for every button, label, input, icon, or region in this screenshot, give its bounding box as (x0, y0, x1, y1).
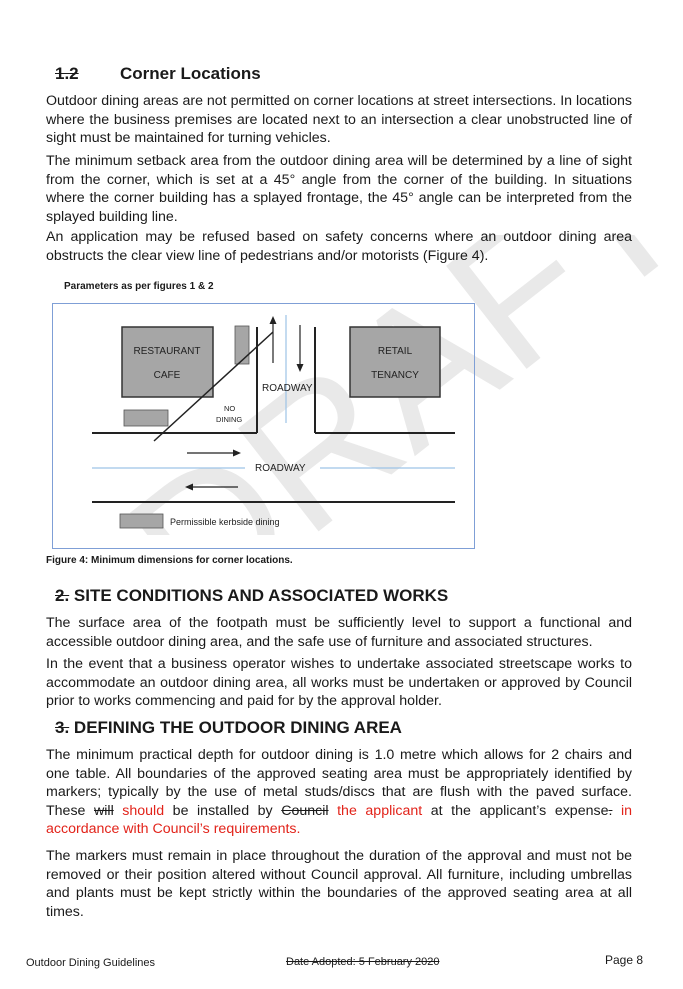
legend-swatch (119, 513, 164, 529)
restaurant-building (121, 326, 214, 398)
section-title: DEFINING THE OUTDOOR DINING AREA (73, 718, 402, 737)
figure-caption-top: Parameters as per figures 1 & 2 (64, 281, 214, 292)
section-number: 1.2 (55, 64, 79, 83)
section-3-heading: 3. DEFINING THE OUTDOOR DINING AREA (55, 718, 402, 738)
section-number: 2. (55, 586, 70, 605)
footer-document-title: Outdoor Dining Guidelines (26, 957, 156, 969)
text-run: be installed by (164, 802, 282, 819)
text-run: The minimum practical depth for outdoor … (46, 747, 632, 819)
section-2-heading: 2. SITE CONDITIONS AND ASSOCIATED WORKS (55, 586, 448, 606)
footer-date-adopted: Date Adopted: 5 February 2020 (286, 956, 440, 968)
arrowhead (269, 316, 277, 324)
sight-line (153, 331, 274, 442)
retail-building (349, 326, 441, 398)
paragraph: Outdoor dining areas are not permitted o… (46, 93, 632, 146)
legend-label: Permissible kerbside dining (170, 517, 280, 527)
no-dining-label: DINING (216, 415, 242, 424)
paragraph: An application may be refused based on s… (46, 229, 632, 264)
kerbside-dining-block (123, 409, 169, 427)
deleted-text: . (608, 802, 613, 819)
tenancy-label: TENANCY (371, 370, 419, 381)
no-dining-label: NO (224, 404, 235, 413)
section-number: 3. (55, 718, 70, 737)
arrowhead (296, 364, 304, 372)
cafe-label: CAFE (154, 370, 181, 381)
paragraph: The surface area of the footpath must be… (46, 615, 632, 650)
roadway-vertical-label: ROADWAY (262, 383, 313, 394)
inserted-text: in accordance with Council’s requirement… (46, 802, 633, 838)
deleted-text: will (94, 802, 114, 819)
arrowhead (233, 449, 241, 457)
paragraph: The markers must remain in place through… (46, 848, 632, 920)
corner-location-diagram: RESTAURANT CAFE RETAIL TENANCY ROADWAY R… (52, 303, 475, 549)
kerbside-dining-block (234, 325, 250, 365)
retail-label: RETAIL (378, 346, 413, 357)
diagram-frame (52, 303, 475, 549)
inserted-text: should (113, 802, 165, 819)
restaurant-label: RESTAURANT (133, 346, 200, 357)
section-title: Corner Locations (120, 64, 261, 83)
roadway-horizontal-label: ROADWAY (255, 463, 306, 474)
deleted-text: Council (281, 802, 329, 819)
section-title: SITE CONDITIONS AND ASSOCIATED WORKS (73, 586, 449, 605)
paragraph: The minimum setback area from the outdoo… (46, 153, 632, 225)
inserted-text: the applicant (328, 802, 423, 819)
paragraph: In the event that a business operator wi… (46, 656, 632, 709)
footer-page-number: Page 8 (605, 953, 644, 967)
paragraph-tracked-changes: The minimum practical depth for outdoor … (46, 746, 632, 839)
arrowhead (185, 483, 193, 491)
figure-caption: Figure 4: Minimum dimensions for corner … (46, 555, 293, 566)
text-run: at the applicant’s expense (422, 802, 609, 819)
section-1-2-heading: 1.2 Corner Locations (55, 64, 261, 84)
